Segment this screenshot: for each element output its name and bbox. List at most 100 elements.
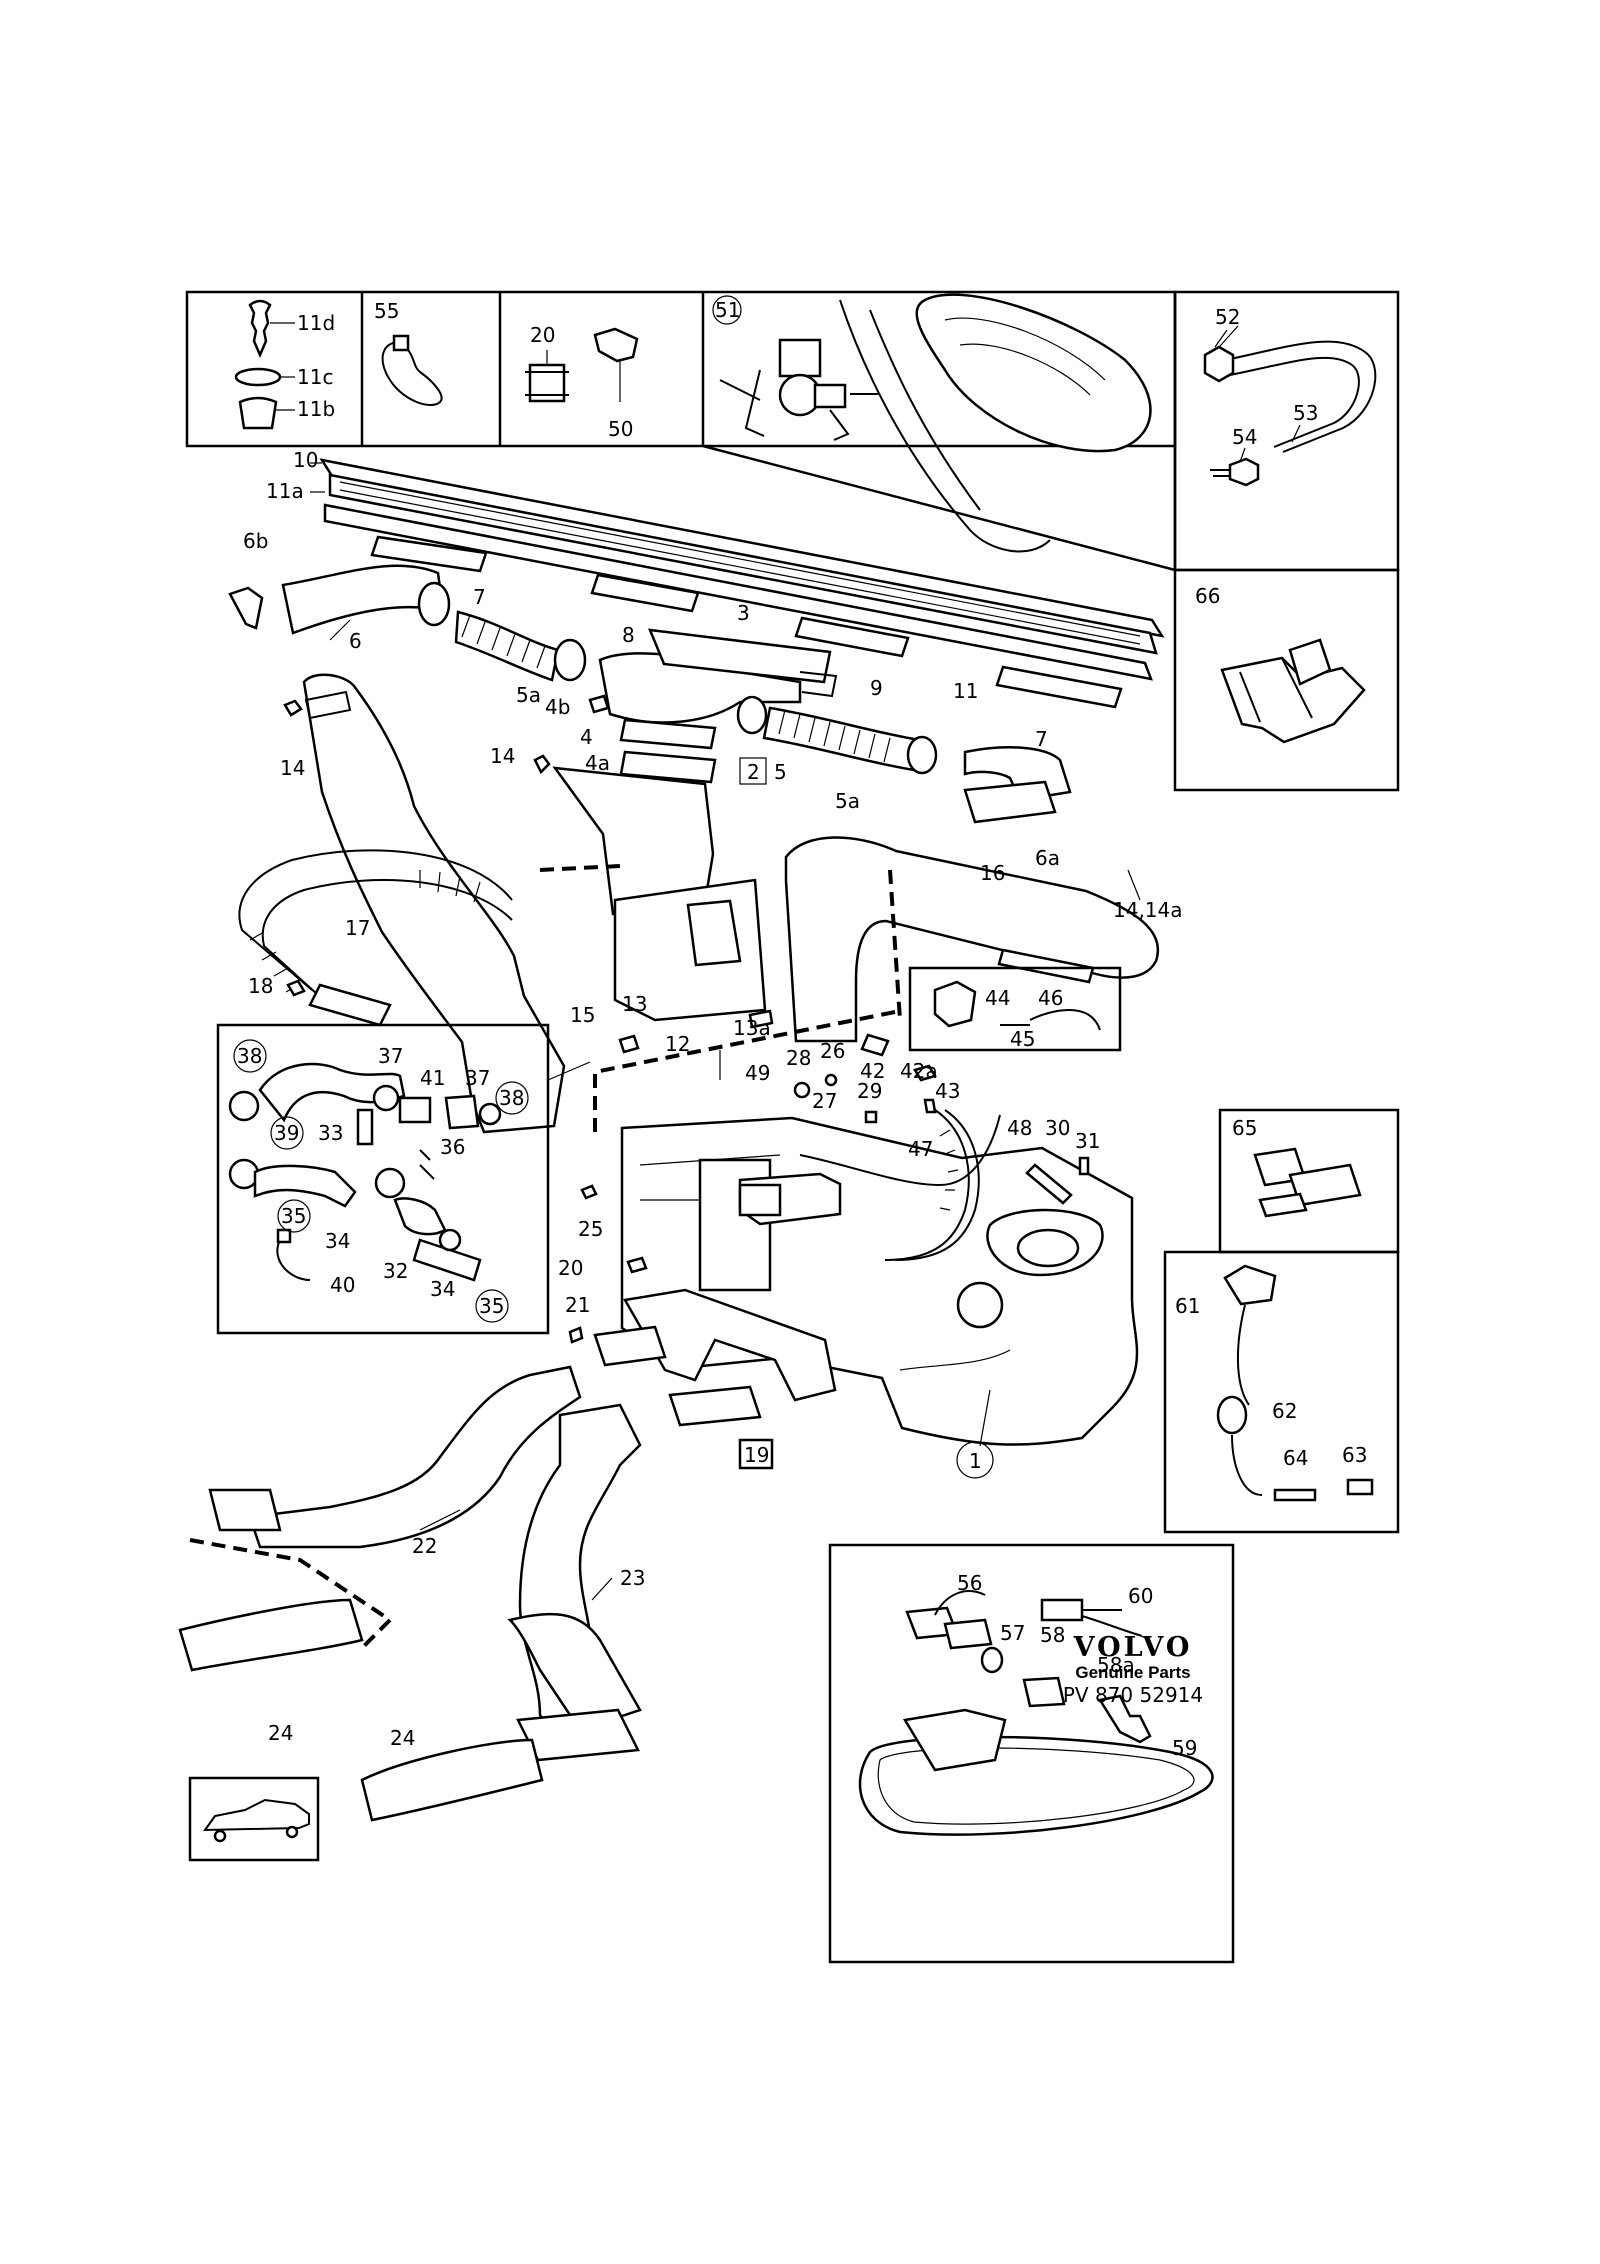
center-ducts-12-16 xyxy=(539,766,1160,1054)
label-16: 16 xyxy=(980,861,1005,885)
label-42a: 42a xyxy=(900,1059,938,1083)
label-4a: 4a xyxy=(585,751,610,775)
inset-61-64 xyxy=(1163,1250,1400,1534)
label-11a: 11a xyxy=(266,479,304,503)
label-47: 47 xyxy=(908,1137,933,1161)
label-60: 60 xyxy=(1128,1584,1153,1608)
label-5a-right: 5a xyxy=(835,789,860,813)
label-54: 54 xyxy=(1232,425,1257,449)
label-14-mid: 14 xyxy=(490,744,515,768)
label-11d: 11d xyxy=(297,311,335,335)
label-34-right: 34 xyxy=(430,1277,455,1301)
part-labels: 11d 11c 11b 55 20 50 51 52 53 54 10 11a … xyxy=(233,295,1367,1760)
label-66: 66 xyxy=(1195,584,1220,608)
inset-56-60 xyxy=(828,1543,1235,1964)
label-34-left: 34 xyxy=(325,1229,350,1253)
heater-valve-51 xyxy=(719,293,1152,553)
volvo-logo: VOLVO xyxy=(1073,1632,1193,1663)
label-32: 32 xyxy=(383,1259,408,1283)
label-20-main: 20 xyxy=(558,1256,583,1280)
label-10: 10 xyxy=(293,448,318,472)
label-13: 13 xyxy=(622,992,647,1016)
label-57: 57 xyxy=(1000,1621,1025,1645)
label-6: 6 xyxy=(349,629,362,653)
leader-lines xyxy=(329,325,1239,1601)
label-4b: 4b xyxy=(545,695,570,719)
car-thumbnail xyxy=(188,1776,320,1862)
label-58: 58 xyxy=(1040,1623,1065,1647)
label-24-left: 24 xyxy=(268,1721,293,1745)
label-38-right: 38 xyxy=(499,1086,524,1110)
label-48: 48 xyxy=(1007,1116,1032,1140)
label-62: 62 xyxy=(1272,1399,1297,1423)
dash-vent-strip-10-11 xyxy=(310,458,1165,681)
label-51: 51 xyxy=(715,298,740,322)
label-46: 46 xyxy=(1038,986,1063,1010)
inset-hose-clamps xyxy=(216,1023,591,1335)
label-23: 23 xyxy=(620,1566,645,1590)
label-42: 42 xyxy=(860,1059,885,1083)
label-19: 19 xyxy=(744,1443,769,1467)
clamp-55 xyxy=(381,334,443,406)
part-number: PV 870 52914 xyxy=(1062,1683,1204,1707)
label-17: 17 xyxy=(345,916,370,940)
label-64: 64 xyxy=(1283,1446,1308,1470)
label-65: 65 xyxy=(1232,1116,1257,1140)
label-18: 18 xyxy=(248,974,273,998)
cable-48 xyxy=(884,1109,1090,1261)
label-40: 40 xyxy=(330,1273,355,1297)
label-7-left: 7 xyxy=(473,585,486,609)
label-4: 4 xyxy=(580,725,593,749)
label-29: 29 xyxy=(857,1079,882,1103)
label-53: 53 xyxy=(1293,401,1318,425)
clip-set-11 xyxy=(234,299,295,430)
label-38-left: 38 xyxy=(237,1044,262,1068)
label-31: 31 xyxy=(1075,1129,1100,1153)
label-22: 22 xyxy=(412,1534,437,1558)
floor-ducts xyxy=(178,1288,837,1822)
label-49: 49 xyxy=(745,1061,770,1085)
label-1: 1 xyxy=(969,1449,982,1473)
label-27: 27 xyxy=(812,1089,837,1113)
label-3: 3 xyxy=(737,601,750,625)
label-7-right: 7 xyxy=(1035,727,1048,751)
label-59: 59 xyxy=(1172,1736,1197,1760)
label-14-14a: 14,14a xyxy=(1113,898,1183,922)
bracket-66 xyxy=(1220,638,1366,744)
label-56: 56 xyxy=(957,1571,982,1595)
label-5a-left: 5a xyxy=(516,683,541,707)
clips-20-50 xyxy=(525,327,639,403)
label-30: 30 xyxy=(1045,1116,1070,1140)
brand-subtitle: Genuine Parts xyxy=(1075,1663,1191,1682)
label-41: 41 xyxy=(420,1066,445,1090)
dash-vents-small xyxy=(370,535,1123,709)
vent-inserts-4 xyxy=(588,694,717,784)
label-20-inset: 20 xyxy=(530,323,555,347)
label-43: 43 xyxy=(935,1079,960,1103)
label-11c: 11c xyxy=(297,365,333,389)
side-duct-6 xyxy=(228,564,838,724)
volvo-brand-block: VOLVO Genuine Parts PV 870 52914 xyxy=(1048,1632,1218,1707)
label-25: 25 xyxy=(578,1217,603,1241)
label-36: 36 xyxy=(440,1135,465,1159)
label-61: 61 xyxy=(1175,1294,1200,1318)
label-35-left: 35 xyxy=(281,1204,306,1228)
label-45: 45 xyxy=(1010,1027,1035,1051)
label-44: 44 xyxy=(985,986,1010,1010)
label-6a: 6a xyxy=(1035,846,1060,870)
heater-unit-1 xyxy=(620,1114,1139,1446)
hose-52-54 xyxy=(1203,329,1377,487)
label-52: 52 xyxy=(1215,305,1240,329)
label-15: 15 xyxy=(570,1003,595,1027)
hose-5a-right xyxy=(736,695,1072,824)
inset-44-46 xyxy=(908,966,1122,1052)
fasteners-25-49 xyxy=(568,1033,937,1344)
label-50: 50 xyxy=(608,417,633,441)
label-63: 63 xyxy=(1342,1443,1367,1467)
label-11b: 11b xyxy=(297,397,335,421)
label-6b: 6b xyxy=(243,529,268,553)
heater-frame-dashed xyxy=(593,1010,896,1132)
label-8: 8 xyxy=(622,623,635,647)
label-58a: 58a xyxy=(1097,1653,1135,1677)
label-9: 9 xyxy=(870,676,883,700)
